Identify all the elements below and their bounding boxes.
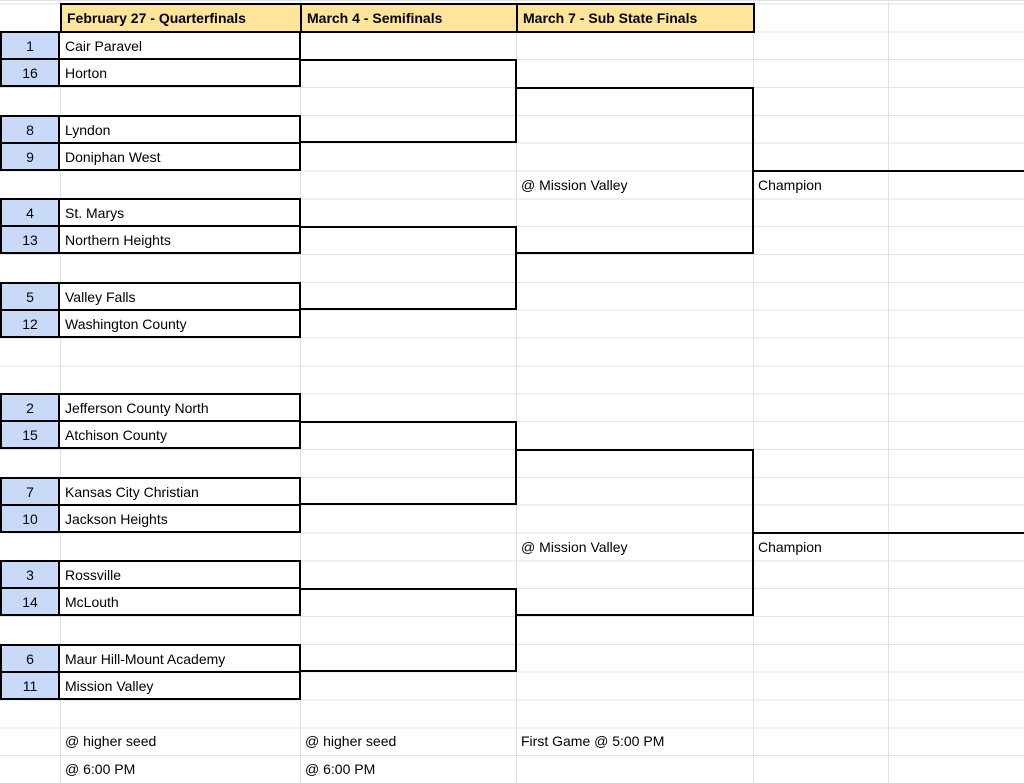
champion-cell[interactable]: Champion xyxy=(758,176,822,193)
finals-location-cell[interactable]: @ Mission Valley xyxy=(521,538,628,555)
column-gridline xyxy=(60,0,61,783)
team-cell[interactable]: Jefferson County North xyxy=(65,399,209,416)
quarterfinal-game-4: 5 Valley Falls 12 Washington County xyxy=(0,282,301,338)
seed-cell[interactable]: 5 xyxy=(2,284,60,309)
team-cell[interactable]: Valley Falls xyxy=(65,288,136,305)
matchup-row: 3 Rossville xyxy=(2,562,299,589)
seed-cell[interactable]: 2 xyxy=(2,395,60,420)
semifinal-winner-slot-1[interactable] xyxy=(300,59,517,143)
note-quarterfinals-location[interactable]: @ higher seed xyxy=(65,733,157,749)
finals-location-cell[interactable]: @ Mission Valley xyxy=(521,176,628,193)
team-cell[interactable]: Rossville xyxy=(65,566,122,583)
matchup-row: 4 St. Marys xyxy=(2,200,299,227)
seed-cell[interactable]: 10 xyxy=(2,506,60,531)
seed-cell[interactable]: 12 xyxy=(2,311,60,336)
column-gridline xyxy=(753,0,754,783)
matchup-row: 16 Horton xyxy=(2,60,299,85)
champion-cell[interactable]: Champion xyxy=(758,538,822,555)
quarterfinal-game-3: 4 St. Marys 13 Northern Heights xyxy=(0,198,301,254)
team-cell[interactable]: Jackson Heights xyxy=(65,510,168,527)
team-cell[interactable]: Doniphan West xyxy=(65,148,161,165)
matchup-row: 15 Atchison County xyxy=(2,422,299,447)
team-cell[interactable]: Washington County xyxy=(65,315,187,332)
champion-cell-border xyxy=(753,170,1024,172)
quarterfinal-game-1: 1 Cair Paravel 16 Horton xyxy=(0,31,301,87)
matchup-row: 13 Northern Heights xyxy=(2,227,299,252)
seed-cell[interactable]: 16 xyxy=(2,60,60,85)
column-gridline xyxy=(516,0,517,783)
matchup-row: 7 Kansas City Christian xyxy=(2,479,299,506)
team-cell[interactable]: Atchison County xyxy=(65,426,167,443)
quarterfinal-game-6: 7 Kansas City Christian 10 Jackson Heigh… xyxy=(0,477,301,533)
matchup-row: 14 McLouth xyxy=(2,589,299,614)
team-cell[interactable]: Lyndon xyxy=(65,121,111,138)
team-cell[interactable]: McLouth xyxy=(65,593,119,610)
matchup-row: 1 Cair Paravel xyxy=(2,33,299,60)
semifinal-winner-slot-3[interactable] xyxy=(300,421,517,505)
matchup-row: 5 Valley Falls xyxy=(2,284,299,311)
note-semifinals-location[interactable]: @ higher seed xyxy=(305,733,397,749)
quarterfinal-game-2: 8 Lyndon 9 Doniphan West xyxy=(0,115,301,171)
note-finals-time[interactable]: First Game @ 5:00 PM xyxy=(521,733,665,749)
matchup-row: 10 Jackson Heights xyxy=(2,506,299,531)
seed-cell[interactable]: 7 xyxy=(2,479,60,504)
note-quarterfinals-time[interactable]: @ 6:00 PM xyxy=(65,760,136,777)
seed-cell[interactable]: 15 xyxy=(2,422,60,447)
matchup-row: 11 Mission Valley xyxy=(2,673,299,698)
note-semifinals-time[interactable]: @ 6:00 PM xyxy=(305,760,376,777)
team-cell[interactable]: Horton xyxy=(65,64,108,81)
team-cell[interactable]: St. Marys xyxy=(65,204,125,221)
column-gridline xyxy=(888,0,889,783)
quarterfinal-game-5: 2 Jefferson County North 15 Atchison Cou… xyxy=(0,393,301,449)
seed-cell[interactable]: 4 xyxy=(2,200,60,225)
champion-cell-border xyxy=(753,532,1024,534)
header-cell-finals[interactable]: March 7 - Sub State Finals xyxy=(516,3,755,33)
team-cell[interactable]: Maur Hill-Mount Academy xyxy=(65,650,226,667)
matchup-row: 6 Maur Hill-Mount Academy xyxy=(2,646,299,673)
seed-cell[interactable]: 11 xyxy=(2,673,60,698)
seed-cell[interactable]: 6 xyxy=(2,646,60,671)
semifinal-winner-slot-2[interactable] xyxy=(300,226,517,310)
seed-cell[interactable]: 14 xyxy=(2,589,60,614)
matchup-row: 8 Lyndon xyxy=(2,117,299,144)
column-gridline xyxy=(300,0,301,783)
team-cell[interactable]: Cair Paravel xyxy=(65,37,143,54)
header-cell-semifinals[interactable]: March 4 - Semifinals xyxy=(300,3,518,33)
seed-cell[interactable]: 3 xyxy=(2,562,60,587)
seed-cell[interactable]: 9 xyxy=(2,144,60,169)
header-cell-quarterfinals[interactable]: February 27 - Quarterfinals xyxy=(60,3,302,33)
matchup-row: 9 Doniphan West xyxy=(2,144,299,169)
matchup-row: 12 Washington County xyxy=(2,311,299,336)
seed-cell[interactable]: 8 xyxy=(2,117,60,142)
team-cell[interactable]: Mission Valley xyxy=(65,677,154,694)
quarterfinal-game-8: 6 Maur Hill-Mount Academy 11 Mission Val… xyxy=(0,644,301,700)
team-cell[interactable]: Kansas City Christian xyxy=(65,483,199,500)
seed-cell[interactable]: 13 xyxy=(2,227,60,252)
matchup-row: 2 Jefferson County North xyxy=(2,395,299,422)
quarterfinal-game-7: 3 Rossville 14 McLouth xyxy=(0,560,301,616)
team-cell[interactable]: Northern Heights xyxy=(65,231,171,248)
semifinal-winner-slot-4[interactable] xyxy=(300,588,517,672)
seed-cell[interactable]: 1 xyxy=(2,33,60,58)
